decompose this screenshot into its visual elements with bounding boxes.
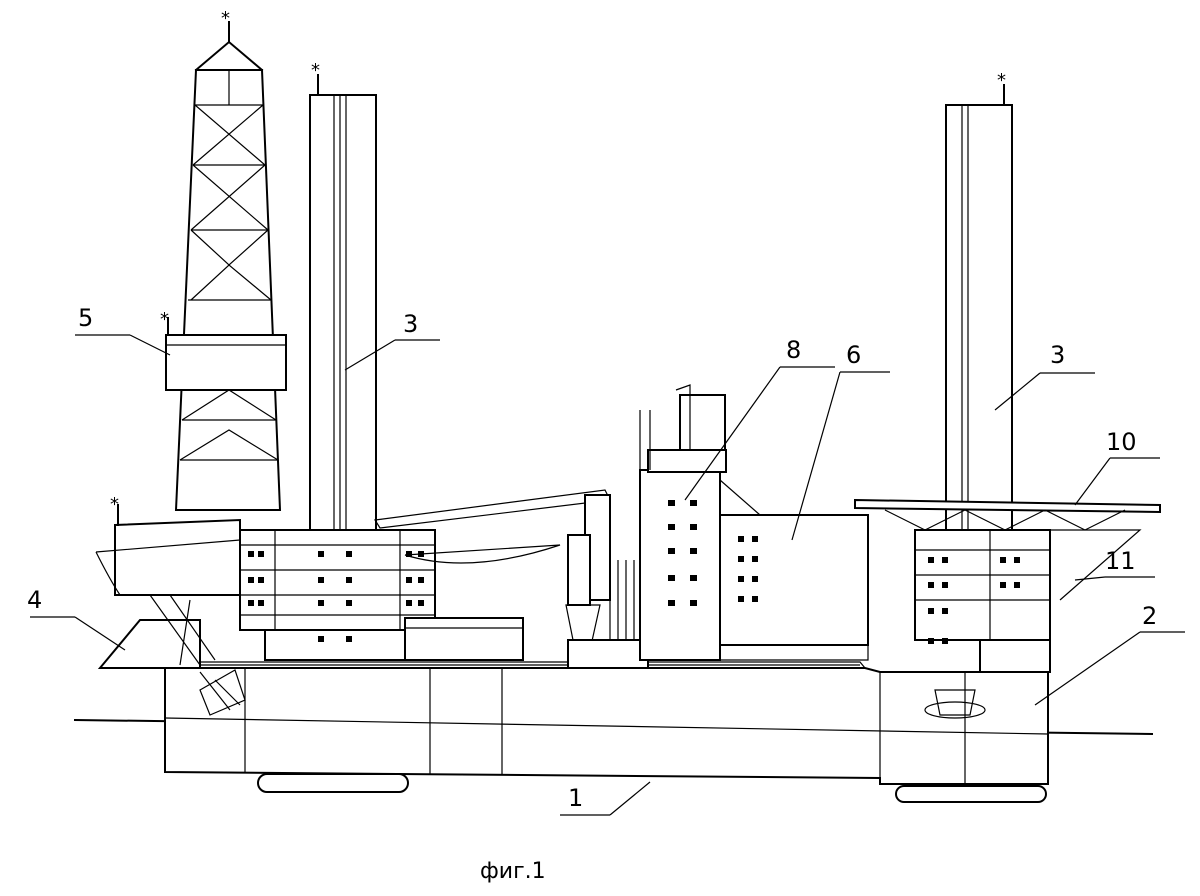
svg-text:*: * — [221, 8, 230, 29]
spud-can-right — [895, 785, 1047, 803]
callout-3-right: 3 — [1050, 341, 1065, 369]
svg-text:*: * — [997, 70, 1006, 91]
callout-10: 10 — [1106, 428, 1137, 456]
accommodation-block-right — [914, 529, 1051, 673]
helideck — [854, 498, 1161, 601]
superstructure-tower — [639, 384, 727, 661]
jack-up-leg-right: * — [945, 70, 1013, 536]
accommodation-block-left — [239, 529, 436, 661]
callout-6: 6 — [846, 341, 861, 369]
jack-up-leg-left: * — [309, 60, 377, 536]
middle-deck-structure — [404, 617, 649, 669]
svg-text:*: * — [311, 60, 320, 81]
callout-1: 1 — [568, 784, 583, 812]
callout-5: 5 — [78, 304, 93, 332]
figure-caption: фиг.1 — [480, 859, 546, 884]
callout-2: 2 — [1142, 602, 1157, 630]
derrick-tower: * — [174, 8, 282, 511]
spud-can-left — [257, 773, 409, 793]
windows-right-block — [928, 557, 1020, 644]
cantilever-structure: * — [95, 494, 241, 711]
lifeboat-right — [924, 689, 986, 719]
windows-block-6 — [738, 536, 758, 602]
callout-8: 8 — [786, 336, 801, 364]
leader-lines — [30, 334, 1185, 816]
callout-labels: 5 3 4 8 6 3 10 11 2 1 — [27, 304, 1157, 812]
module-block-6 — [719, 479, 869, 661]
callout-3-left: 3 — [403, 310, 418, 338]
svg-text:*: * — [110, 494, 119, 515]
svg-text:*: * — [160, 309, 169, 330]
windows-left-block — [248, 551, 424, 642]
drill-floor-module: * — [160, 309, 287, 391]
lifeboat-left — [199, 669, 246, 716]
hull — [164, 661, 1049, 785]
callout-4: 4 — [27, 586, 42, 614]
callout-11: 11 — [1105, 547, 1136, 575]
windows-superstructure — [668, 500, 697, 606]
